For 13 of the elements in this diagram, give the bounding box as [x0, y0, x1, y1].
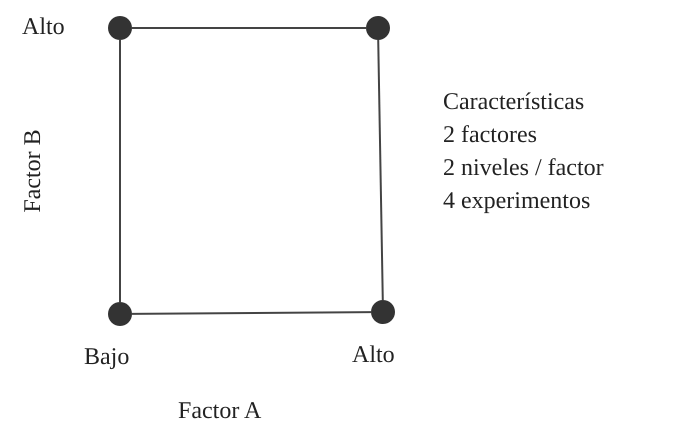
connector-line: [132, 27, 366, 29]
level-label: Alto: [352, 341, 395, 370]
note-text: 4 experimentos: [443, 187, 592, 216]
level-label: Bajo: [84, 343, 130, 372]
axis-label: Factor B: [19, 128, 47, 215]
connector-line: [119, 40, 121, 302]
level-label: Alto: [22, 13, 65, 42]
axis-label: Factor A: [178, 397, 262, 426]
note-text: 2 factores: [443, 121, 538, 150]
connector-line: [377, 40, 384, 300]
note-text: 2 niveles / factor: [443, 154, 604, 183]
note-text: Características: [443, 88, 586, 117]
connector-line: [132, 311, 371, 315]
